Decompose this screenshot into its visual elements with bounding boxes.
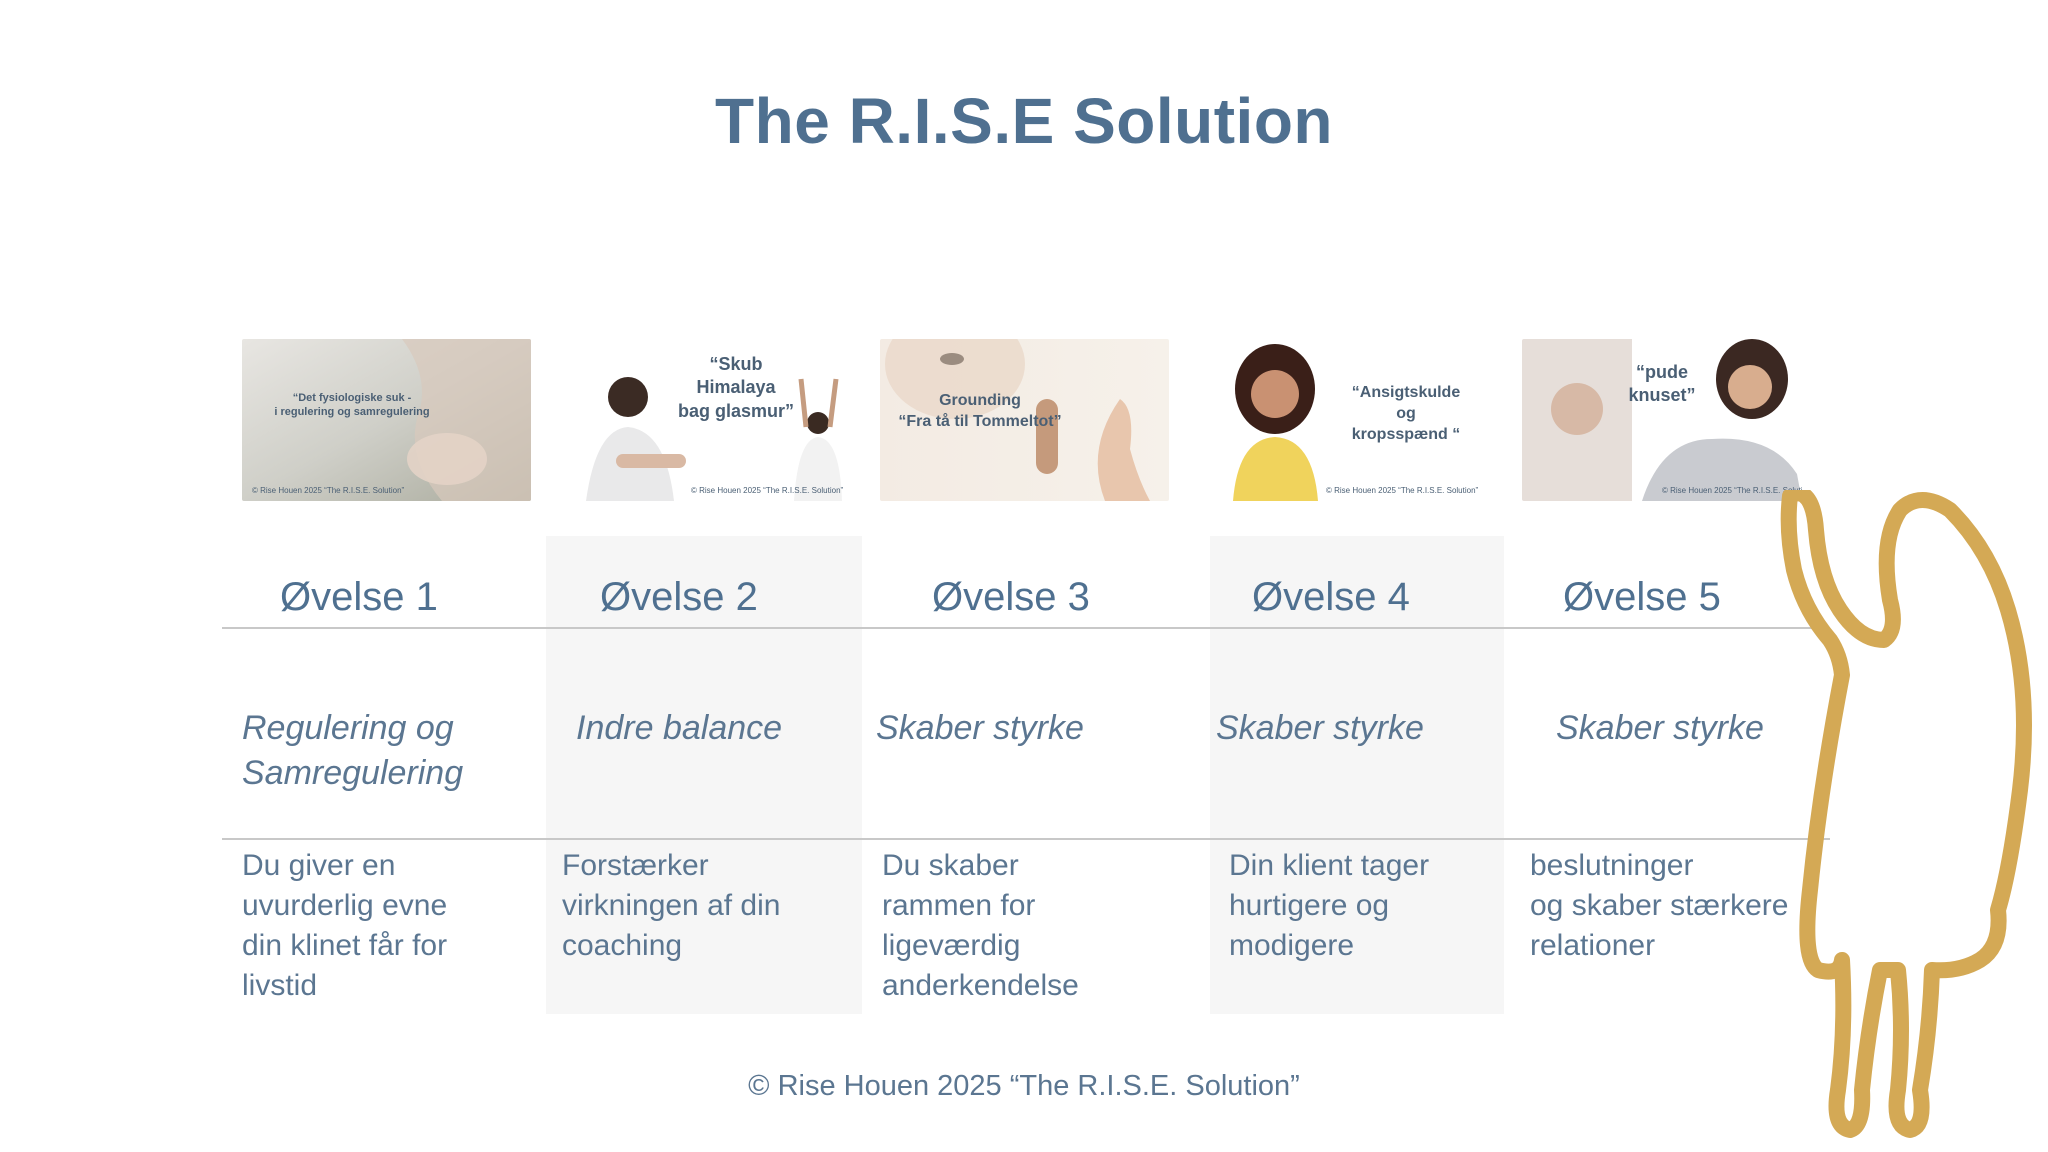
- thumbnail-copyright-5: © Rise Houen 2025 “The R.I.S.E. Solution…: [1662, 486, 1802, 495]
- exercise-3-heading: Øvelse 3: [932, 575, 1090, 619]
- header-divider: [222, 627, 1812, 629]
- exercise-4-subtitle: Skaber styrke: [1216, 709, 1424, 747]
- column-shade-4: [1210, 536, 1504, 1014]
- exercise-1-subtitle: Regulering og Samregulering: [242, 709, 464, 792]
- baby-photo-icon: [880, 339, 1169, 501]
- exercise-5-description: beslutninger og skaber stærkere relation…: [1530, 849, 1789, 962]
- thumbnail-exercise-4: “Ansigtskulde og kropsspænd “ © Rise Hou…: [1208, 339, 1497, 501]
- thumbnail-copyright-1: © Rise Houen 2025 “The R.I.S.E. Solution…: [252, 486, 405, 495]
- thumbnail-caption-4: “Ansigtskulde og kropsspænd “: [1351, 384, 1461, 443]
- exercise-1-description: Du giver en uvurderlig evne din klinet f…: [242, 849, 448, 1002]
- thumbnail-caption-5: “pude knuset”: [1628, 362, 1696, 406]
- exercise-3-description: Du skaber rammen for ligeværdig anderken…: [882, 849, 1079, 1002]
- pillow-photo-icon: [1522, 339, 1802, 501]
- subtitle-divider: [222, 838, 1830, 840]
- woman-photo-icon: [1208, 339, 1497, 501]
- exercise-2-heading: Øvelse 2: [600, 575, 758, 619]
- slide-title: The R.I.S.E Solution: [715, 85, 1333, 157]
- exercise-2-subtitle: Indre balance: [576, 709, 783, 747]
- exercise-4-heading: Øvelse 4: [1252, 575, 1410, 619]
- exercise-5-heading: Øvelse 5: [1563, 575, 1721, 619]
- standing-figure-icon: [1780, 490, 2032, 1138]
- thumbnail-caption-3: Grounding “Fra tå til Tommeltot”: [898, 392, 1062, 430]
- exercise-1-heading: Øvelse 1: [280, 575, 438, 619]
- thumbnail-copyright-2: © Rise Houen 2025 “The R.I.S.E. Solution…: [691, 486, 844, 495]
- exercise-2-description: Forstærker virkningen af din coaching: [562, 849, 781, 962]
- soft-focus-photo-icon: [242, 339, 531, 501]
- thumbnail-exercise-1: “Det fysiologiske suk - i regulering og …: [242, 339, 531, 501]
- thumbnail-caption-2: “Skub Himalaya bag glasmur”: [677, 354, 795, 421]
- exercise-3-subtitle: Skaber styrke: [876, 709, 1084, 747]
- exercise-5-subtitle: Skaber styrke: [1556, 709, 1764, 747]
- footer-copyright: © Rise Houen 2025 “The R.I.S.E. Solution…: [748, 1070, 1300, 1102]
- column-shade-2: [546, 536, 862, 1014]
- thumbnail-exercise-5: “pude knuset” © Rise Houen 2025 “The R.I…: [1522, 339, 1802, 501]
- exercise-4-description: Din klient tager hurtigere og modigere: [1229, 849, 1430, 962]
- thumbnail-copyright-4: © Rise Houen 2025 “The R.I.S.E. Solution…: [1326, 486, 1479, 495]
- people-photo-icon: [556, 339, 845, 501]
- thumbnail-exercise-2: “Skub Himalaya bag glasmur” © Rise Houen…: [556, 339, 845, 501]
- thumbnail-exercise-3: Grounding “Fra tå til Tommeltot”: [880, 339, 1169, 501]
- thumbnail-caption-1: “Det fysiologiske suk - i regulering og …: [274, 392, 430, 419]
